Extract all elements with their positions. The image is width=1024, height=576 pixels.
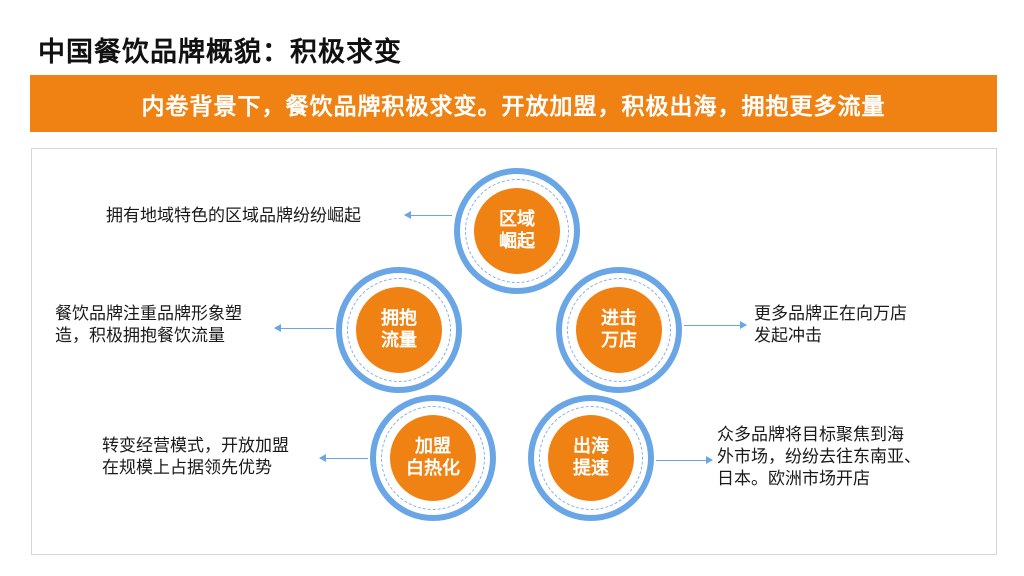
desc-ten-thousand-stores: 更多品牌正在向万店 发起冲击 <box>754 303 907 347</box>
circle-label-line: 白热化 <box>406 458 460 479</box>
desc-line: 造，积极拥抱餐饮流量 <box>55 326 225 346</box>
circle-label-line: 进击 <box>601 308 637 329</box>
circle-core: 进击 万店 <box>576 287 662 373</box>
desc-overseas-acceleration: 众多品牌将目标聚焦到海 外市场，纷纷去往东南亚、 日本。欧洲市场开店 <box>717 424 921 490</box>
desc-line: 众多品牌将目标聚焦到海 <box>717 425 904 445</box>
circle-core: 出海 提速 <box>548 415 634 501</box>
circle-ten-thousand-stores: 进击 万店 <box>556 267 682 393</box>
headline-banner: 内卷背景下，餐饮品牌积极求变。开放加盟，积极出海，拥抱更多流量 <box>30 75 997 132</box>
circle-core: 区域 崛起 <box>474 188 560 274</box>
desc-line: 发起冲击 <box>754 326 822 346</box>
desc-regional-rise: 拥有地域特色的区域品牌纷纷崛起 <box>106 205 361 227</box>
circle-label-line: 流量 <box>381 330 417 351</box>
circle-label-line: 崛起 <box>499 231 535 252</box>
banner-text: 内卷背景下，餐饮品牌积极求变。开放加盟，积极出海，拥抱更多流量 <box>141 93 886 120</box>
circle-label-line: 拥抱 <box>381 308 417 329</box>
circle-label-line: 加盟 <box>415 436 451 457</box>
circle-regional-rise: 区域 崛起 <box>454 168 580 294</box>
circle-core: 加盟 白热化 <box>390 415 476 501</box>
circle-label-line: 万店 <box>601 330 637 351</box>
circle-core: 拥抱 流量 <box>356 287 442 373</box>
circle-label-line: 提速 <box>573 458 609 479</box>
desc-line: 拥有地域特色的区域品牌纷纷崛起 <box>106 206 361 226</box>
circle-franchise-heat: 加盟 白热化 <box>370 395 496 521</box>
arrow-right-icon <box>684 321 747 329</box>
desc-line: 外市场，纷纷去往东南亚、 <box>717 447 921 467</box>
page-title: 中国餐饮品牌概貌：积极求变 <box>38 37 402 68</box>
desc-line: 转变经营模式，开放加盟 <box>102 436 289 456</box>
desc-line: 更多品牌正在向万店 <box>754 304 907 324</box>
arrow-left-icon <box>319 454 368 462</box>
desc-line: 日本。欧洲市场开店 <box>717 469 870 489</box>
desc-line: 在规模上占据领先优势 <box>102 458 272 478</box>
desc-franchise-heat: 转变经营模式，开放加盟 在规模上占据领先优势 <box>102 435 289 479</box>
arrow-left-icon <box>404 211 452 219</box>
circle-label-line: 出海 <box>573 436 609 457</box>
circle-label-line: 区域 <box>499 209 535 230</box>
desc-embrace-traffic: 餐饮品牌注重品牌形象塑 造，积极拥抱餐饮流量 <box>55 303 242 347</box>
arrow-right-icon <box>656 456 713 464</box>
circle-overseas-acceleration: 出海 提速 <box>528 395 654 521</box>
circle-embrace-traffic: 拥抱 流量 <box>336 267 462 393</box>
desc-line: 餐饮品牌注重品牌形象塑 <box>55 304 242 324</box>
arrow-left-icon <box>274 324 334 332</box>
